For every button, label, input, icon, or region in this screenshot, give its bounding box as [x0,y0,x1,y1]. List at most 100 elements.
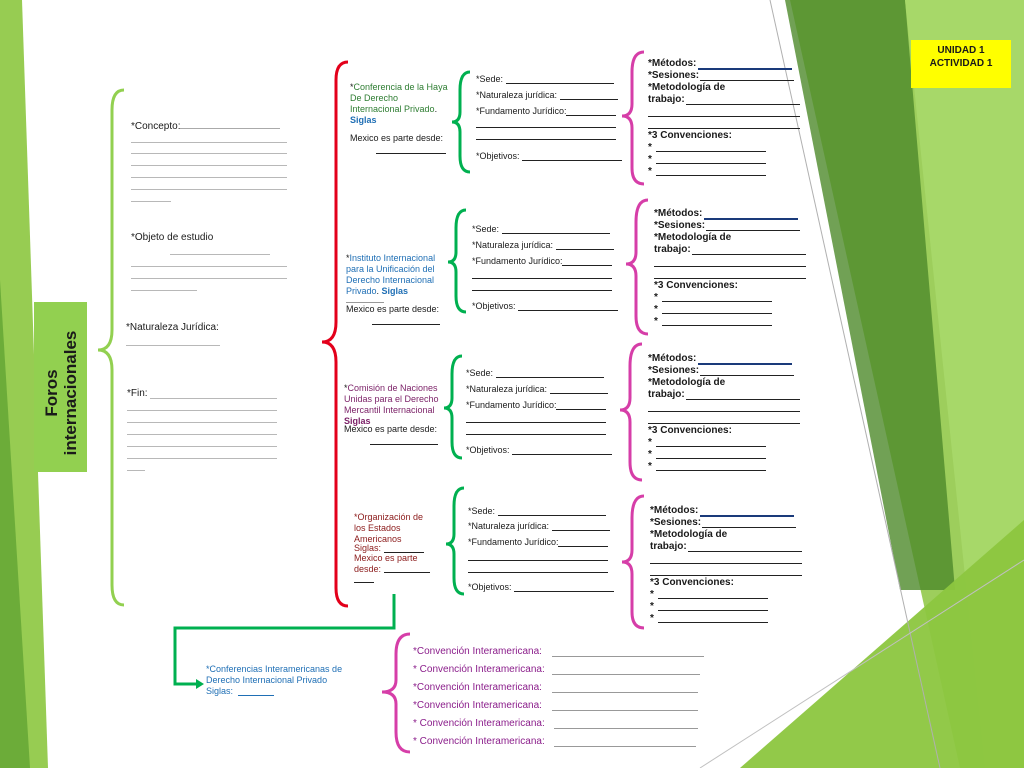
convencion-4: *Convención Interamericana: [413,700,542,711]
metodologia-3: *Metodología de [648,377,726,388]
brace-methods-4 [621,494,645,630]
trabajo-3-line [686,399,800,400]
brace-main [97,88,125,607]
org-4-siglas-line [384,552,424,553]
convencion-3-line [552,692,698,693]
title-box: Foros internacionales [34,302,87,472]
naturaleza-2: *Naturaleza jurídica: [472,240,554,250]
naturaleza-1: *Naturaleza jurídica: [476,90,558,100]
fin-line [150,398,277,399]
objetivos-2-line [518,310,618,311]
convencion-2a-line [662,301,772,302]
metodologia-4: *Metodología de [650,529,728,540]
sesiones-4-line [702,527,796,528]
brace-details-2 [447,208,467,314]
fundamento-4-line [558,546,608,547]
arrow-head [196,679,204,689]
objetivos-1-line [522,160,622,161]
org-4-parte-line [354,582,374,583]
sesiones-1-line [700,80,794,81]
convencion-4-line [552,710,698,711]
objetivos-4: *Objetivos: [468,582,512,592]
bullet-4c: * [650,613,654,624]
convencion-2c-line [662,325,772,326]
bullet-1c: * [648,166,652,177]
brace-methods-1 [621,50,645,186]
concepto-line [131,165,287,166]
org-3: *Comisión de Naciones Unidas para el Der… [344,383,439,426]
naturaleza-3: *Naturaleza jurídica: [466,384,548,394]
trabajo-4-line [650,563,802,564]
bullet-4b: * [650,601,654,612]
fin-label: *Fin: [127,388,148,399]
fundamento-1: *Fundamento Jurídico: [476,106,567,116]
concepto-line [131,201,171,202]
concepto-line [131,142,287,143]
sede-3-line [496,377,604,378]
convencion-1-line [552,656,704,657]
naturaleza-3-line [550,393,608,394]
bottom-green-wedge [740,520,1024,768]
sede-2: *Sede: [472,224,500,234]
bullet-3a: * [648,437,652,448]
convenciones-3: *3 Convenciones: [648,425,732,436]
cidip-siglas: Siglas: [206,686,234,696]
bullet-3c: * [648,461,652,472]
fundamento-3-line [466,422,606,423]
convencion-1: *Convención Interamericana: [413,646,542,657]
convencion-1a-line [656,151,766,152]
convenciones-2: *3 Convenciones: [654,280,738,291]
trabajo-3-line [648,423,800,424]
trabajo-1: trabajo: [648,94,685,105]
metodos-1: *Métodos: [648,58,697,69]
convencion-1c-line [656,175,766,176]
org-3-parte-line [370,444,438,445]
naturaleza-4: *Naturaleza jurídica: [468,521,550,531]
org-3-parte: Mexico es parte desde: [344,424,438,434]
objeto-line [131,266,287,267]
trabajo-4-line [688,551,802,552]
bullet-3b: * [648,449,652,460]
convencion-6-line [554,746,696,747]
trabajo-3-line [648,411,800,412]
fundamento-2: *Fundamento Jurídico: [472,256,563,266]
objeto-line [131,290,197,291]
trabajo-1-line [648,128,800,129]
metodos-4-line [700,515,794,517]
naturaleza-line [126,345,220,346]
bullet-1a: * [648,142,652,153]
metodologia-2: *Metodología de [654,232,732,243]
org-1: *Conferencia de la Haya De Derecho Inter… [350,82,448,125]
sesiones-3-line [700,375,794,376]
concepto-line [131,189,287,190]
org-2-parte: Mexico es parte desde: [346,304,440,314]
metodos-3: *Métodos: [648,353,697,364]
fin-line [127,470,145,471]
trabajo-2-line [692,254,806,255]
fin-line [127,446,277,447]
org-4: *Organización de los Estados Americanos [354,512,424,544]
objetivos-2: *Objetivos: [472,301,516,311]
convencion-3a-line [656,446,766,447]
convencion-4b-line [658,610,768,611]
unit-badge: UNIDAD 1 ACTIVIDAD 1 [911,40,1011,88]
fin-line [127,434,277,435]
sesiones-2: *Sesiones: [654,220,706,231]
cidip-label: *Conferencias Interamericanas de Derecho… [206,664,343,685]
trabajo-4-line [650,575,802,576]
brace-organizations [321,60,349,608]
page-title: Foros internacionales [42,330,80,456]
convenciones-1: *3 Convenciones: [648,130,732,141]
sede-1: *Sede: [476,74,504,84]
trabajo-4: trabajo: [650,541,687,552]
convencion-3: *Convención Interamericana: [413,682,542,693]
metodos-4: *Métodos: [650,505,699,516]
trabajo-2: trabajo: [654,244,691,255]
metodologia-1: *Metodología de [648,82,726,93]
objetivos-1: *Objetivos: [476,151,520,161]
org-1-parte-line [376,153,446,154]
fundamento-4-line [468,560,608,561]
unit-line-1: UNIDAD 1 [937,45,985,56]
